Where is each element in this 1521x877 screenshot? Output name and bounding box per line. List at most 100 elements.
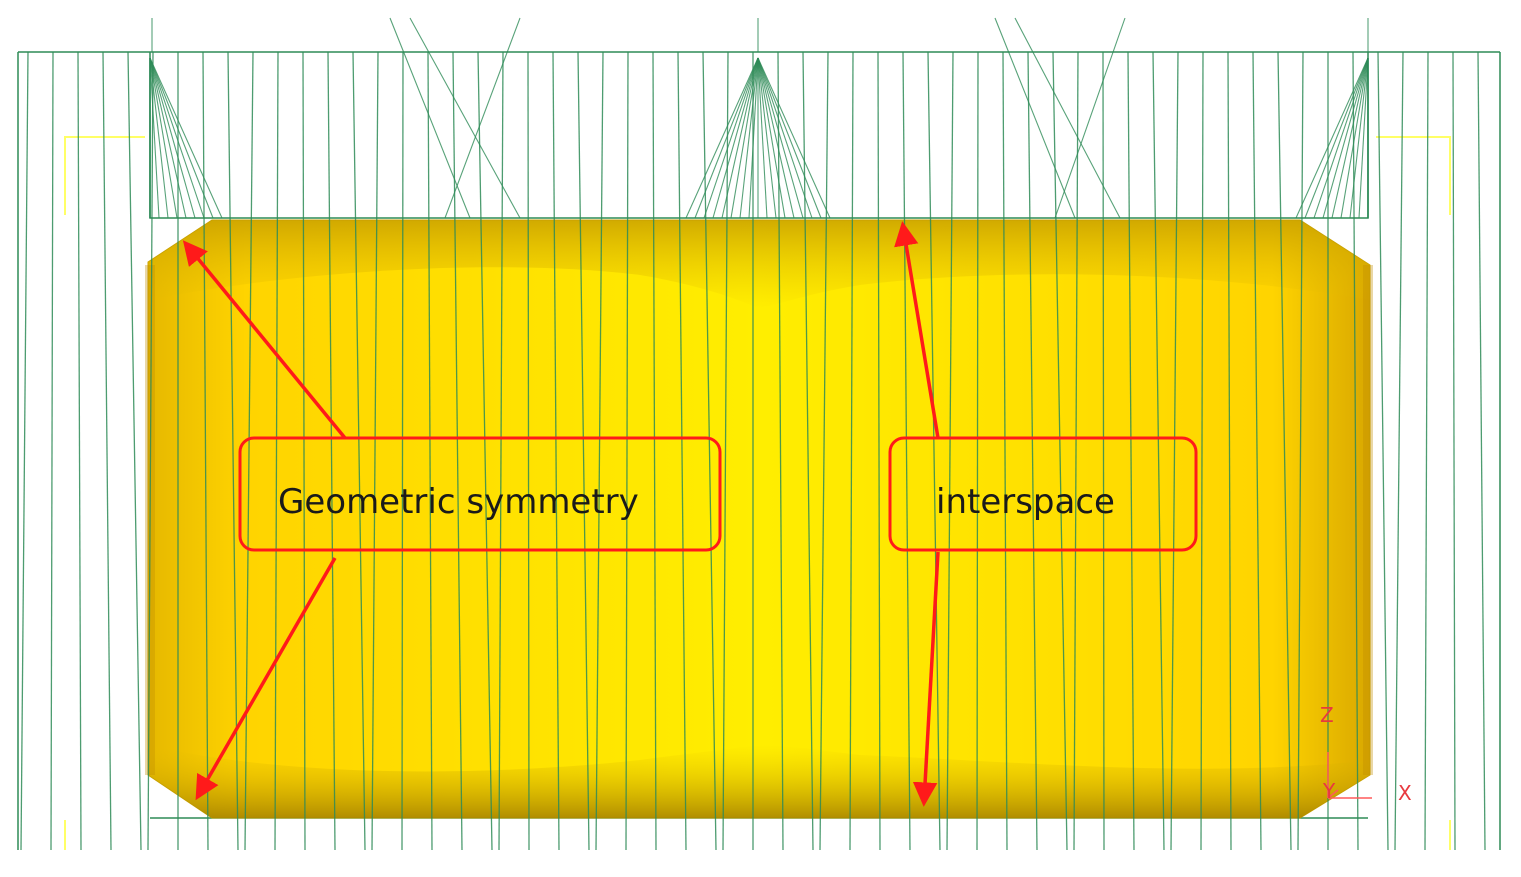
mesh-fan-line <box>1331 57 1369 219</box>
mesh-line <box>452 51 463 851</box>
mesh-fan-line <box>703 57 759 219</box>
mesh-line <box>352 51 366 851</box>
mesh-fan-line <box>1313 57 1369 219</box>
mesh-line <box>976 51 979 851</box>
mesh-line <box>902 51 911 851</box>
symmetry-arrow-bottom <box>195 557 337 801</box>
mesh-line <box>595 51 604 851</box>
mesh-fan-line <box>149 57 205 219</box>
mesh-fan-lines <box>149 17 1369 219</box>
mesh-fan-line <box>149 57 196 219</box>
x-axis-label: X <box>1398 781 1412 805</box>
mesh-line <box>401 51 404 851</box>
mesh-diagonal-line <box>1054 17 1126 219</box>
y-axis-label: Y <box>1322 779 1336 803</box>
mesh-line <box>1027 51 1038 851</box>
mesh-line <box>20 51 29 851</box>
mesh-fan-line <box>685 57 759 219</box>
mesh-fan-line <box>149 57 223 219</box>
mesh-line <box>946 51 954 851</box>
axis-triad: Z Y X <box>1320 703 1412 805</box>
interspace-arrow-bottom <box>912 551 940 807</box>
mesh-vertical-lines <box>20 51 1486 851</box>
mesh-line <box>327 51 336 851</box>
mesh-diagonal-line <box>994 17 1076 219</box>
mesh-fan-line <box>757 57 768 219</box>
symmetry-arrow-top <box>182 240 347 440</box>
mesh-fan-line <box>757 57 831 219</box>
interspace-arrow-top <box>894 221 940 439</box>
symmetry-callout-label: Geometric symmetry <box>278 482 639 522</box>
mesh-fan-line <box>149 57 169 219</box>
mesh-fan-line <box>149 57 214 219</box>
mesh-line <box>202 51 209 851</box>
mesh-line <box>625 51 629 851</box>
z-axis-label: Z <box>1320 703 1334 727</box>
mesh-fan-line <box>1322 57 1369 219</box>
mesh-fan-line <box>149 57 187 219</box>
symmetry-callout: Geometric symmetry <box>238 436 722 552</box>
mesh-fan-line <box>757 57 777 219</box>
mesh-line <box>652 51 657 851</box>
mesh-diagonal-line <box>409 17 521 219</box>
mesh-line <box>274 51 279 851</box>
mesh-line <box>722 51 729 851</box>
mesh-line <box>527 51 530 851</box>
mesh-line <box>1477 51 1486 851</box>
mesh-line <box>127 51 142 851</box>
mesh-line <box>1452 51 1456 851</box>
mesh-line <box>1002 51 1008 851</box>
mesh-line <box>1052 51 1068 851</box>
mesh-line <box>677 51 687 851</box>
mesh-line <box>1252 51 1262 851</box>
mesh-line <box>849 51 854 851</box>
annotation-arrows <box>182 221 940 807</box>
mesh-line <box>877 51 881 851</box>
mesh-line <box>1073 51 1079 851</box>
symmetry-callout-box <box>238 436 722 552</box>
mesh-line <box>819 51 829 851</box>
mesh-line <box>227 51 239 851</box>
mesh-fan-line <box>730 57 759 219</box>
interspace-callout-box <box>888 436 1198 552</box>
mesh-fan-line <box>757 57 786 219</box>
mesh-line <box>477 51 493 851</box>
mesh-line <box>702 51 717 851</box>
mesh-line <box>1277 51 1292 851</box>
mesh-fan-line <box>757 57 795 219</box>
guide-lines <box>64 136 1451 850</box>
mesh-diagonal-line <box>389 17 471 219</box>
mesh-line <box>302 51 306 851</box>
mesh-line <box>50 51 54 851</box>
mesh-fan-line <box>757 57 804 219</box>
interspace-callout-label: interspace <box>936 482 1115 522</box>
mesh-fan-line <box>149 57 160 219</box>
mesh-line <box>927 51 941 851</box>
mesh-diagonal-line <box>1014 17 1121 219</box>
mesh-line <box>1200 51 1204 851</box>
mesh-line <box>577 51 590 851</box>
mesh-fan-line <box>721 57 759 219</box>
mesh-line <box>1424 51 1429 851</box>
mesh-fan-line <box>1340 57 1369 219</box>
mesh-fan-line <box>1358 57 1369 219</box>
mesh-diagonal-line <box>444 17 521 219</box>
mesh-fan-line <box>1295 57 1369 219</box>
mesh-line <box>1152 51 1165 851</box>
mesh-line <box>102 51 112 851</box>
mesh-line <box>77 51 82 851</box>
mesh-line <box>244 51 254 851</box>
mesh-fan-line <box>757 57 822 219</box>
mesh-line <box>1394 51 1404 851</box>
mesh-line <box>371 51 379 851</box>
mesh-line <box>1227 51 1232 851</box>
mesh-line <box>1377 51 1389 851</box>
mesh-line <box>147 51 154 851</box>
mesh-fan-line <box>748 57 759 219</box>
mesh-line <box>427 51 433 851</box>
mesh-fan-line <box>712 57 759 219</box>
mesh-fan-line <box>739 57 759 219</box>
mesh-line <box>1127 51 1135 851</box>
